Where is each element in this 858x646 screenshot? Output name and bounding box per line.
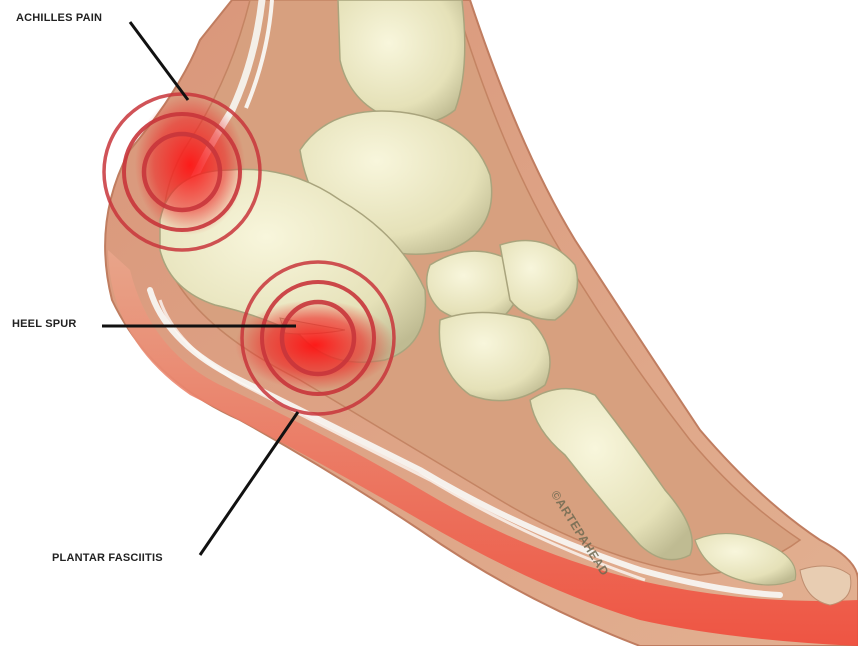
heel-spur-label: HEEL SPUR — [12, 318, 77, 330]
plantar-pointer-line — [200, 412, 298, 555]
achilles-pain-label: ACHILLES PAIN — [16, 12, 102, 24]
achilles-pointer-line — [130, 22, 188, 100]
heel-inflammation — [235, 300, 395, 390]
plantar-fasciitis-label: PLANTAR FASCIITIS — [52, 552, 163, 564]
